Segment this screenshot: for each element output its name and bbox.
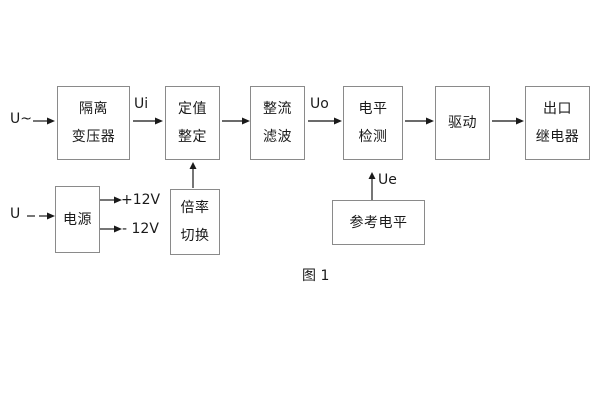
arrow-dc-input-to-power-supply — [27, 211, 55, 221]
block-rectifier-filter-line2: 滤波 — [263, 129, 292, 145]
figure-caption: 图 1 — [302, 268, 330, 284]
block-rectifier-filter-line1: 整流 — [263, 101, 292, 117]
arrow-ac-input-to-isolation-transformer — [33, 116, 55, 126]
block-ratio-switch-line2: 切换 — [180, 228, 210, 244]
block-output-relay-line2: 继电器 — [535, 129, 580, 145]
block-setting-value-line2: 整定 — [178, 129, 207, 145]
block-rectifier-filter[interactable]: 整流 滤波 — [250, 86, 305, 160]
block-isolation-transformer[interactable]: 隔离 变压器 — [57, 86, 130, 160]
block-driver[interactable]: 驱动 — [435, 86, 490, 160]
signal-label-ui: Ui — [134, 96, 149, 112]
block-level-detection-line1: 电平 — [358, 101, 388, 117]
block-level-detection[interactable]: 电平 检测 — [343, 86, 403, 160]
rail-label-negative-12v: - 12V — [122, 221, 159, 237]
arrow-rectifier-filter-to-level-detection — [308, 116, 342, 126]
arrow-level-detection-to-driver — [405, 116, 434, 126]
arrow-ratio-switch-to-setting-value — [188, 162, 198, 188]
block-reference-level-line1: 参考电平 — [349, 214, 408, 231]
arrow-driver-to-output-relay — [492, 116, 524, 126]
block-driver-line1: 驱动 — [448, 115, 477, 131]
block-power-supply[interactable]: 电源 — [55, 186, 100, 253]
dc-input-label: U — [10, 206, 21, 222]
block-output-relay-line1: 出口 — [543, 101, 572, 117]
arrow-isolation-transformer-to-setting-value — [133, 116, 163, 126]
signal-label-ue: Ue — [378, 172, 397, 188]
block-power-supply-line1: 电源 — [63, 211, 92, 228]
block-setting-value-line1: 定值 — [178, 101, 207, 117]
block-level-detection-line2: 检测 — [358, 129, 388, 145]
arrow-reference-level-to-level-detection — [367, 172, 377, 200]
block-ratio-switch[interactable]: 倍率 切换 — [170, 189, 220, 255]
block-isolation-transformer-line1: 隔离 — [79, 101, 108, 117]
block-output-relay[interactable]: 出口 继电器 — [525, 86, 590, 160]
block-setting-value[interactable]: 定值 整定 — [165, 86, 220, 160]
arrow-power-supply-positive-rail — [100, 195, 122, 205]
block-reference-level[interactable]: 参考电平 — [332, 200, 425, 245]
rail-label-positive-12v: +12V — [121, 192, 161, 208]
arrow-setting-value-to-rectifier-filter — [222, 116, 250, 126]
ac-input-label: U~ — [10, 111, 32, 127]
block-ratio-switch-line1: 倍率 — [180, 200, 210, 216]
signal-label-uo: Uo — [310, 96, 329, 112]
block-isolation-transformer-line2: 变压器 — [71, 129, 116, 145]
arrow-power-supply-negative-rail — [100, 224, 122, 234]
